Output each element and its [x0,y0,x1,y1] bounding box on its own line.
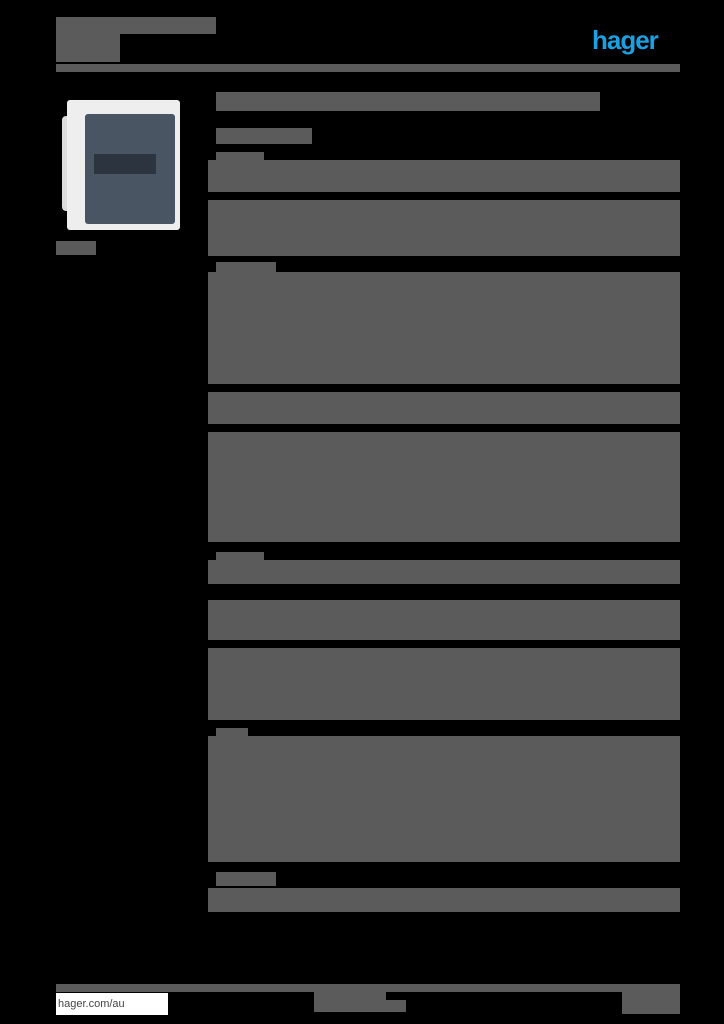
spec-block [208,560,680,584]
spec-block [208,200,680,256]
section-label [216,262,276,272]
spec-block [208,736,680,862]
spec-block [208,648,680,720]
main-subheading [216,128,312,144]
section-label [216,152,264,162]
hager-logo: hager [592,25,659,55]
footer-page-number [622,990,680,1014]
header-rule [56,64,680,72]
section-label [216,872,276,886]
product-door [85,114,175,224]
spec-block [208,600,680,640]
spec-block [208,160,680,192]
spec-block [208,888,680,912]
section-label [216,552,264,562]
product-breaker-slot [94,154,156,174]
product-image [62,96,180,234]
spec-block [208,392,680,424]
spec-block [208,272,680,384]
section-label [216,728,248,738]
doc-title-line1 [56,17,216,34]
spec-block [208,432,680,542]
product-frame [67,100,180,230]
footer-center-text [314,990,386,1012]
product-caption [56,241,96,255]
footer-center-mark [386,1000,406,1012]
footer-website-link[interactable]: hager.com/au [56,993,168,1015]
main-heading [216,92,600,111]
footer-rule [56,984,680,992]
doc-title-line2 [56,34,120,62]
